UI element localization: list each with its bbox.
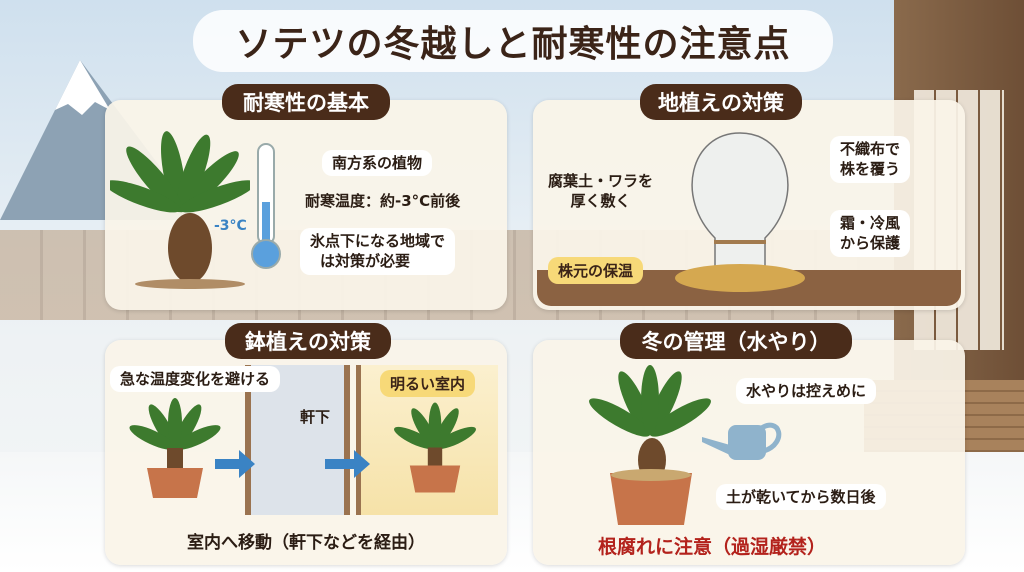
basics-line1: 南方系の植物: [322, 150, 433, 177]
ground-mulch: 腐葉土・ワラを厚く敷く: [548, 172, 654, 211]
eaves-illustration: [245, 365, 350, 515]
ground-base-label: 株元の保温: [548, 257, 644, 284]
panel-water-header: 冬の管理（水やり）: [620, 323, 852, 359]
thermometer-label: -3°C: [214, 218, 247, 234]
potted-cycad-icon: [394, 402, 476, 493]
page-title: ソテツの冬越しと耐寒性の注意点: [193, 10, 833, 72]
arrow-right-icon: [215, 450, 255, 478]
pot-avoid: 急な温度変化を避ける: [110, 366, 281, 393]
water-warning: 根腐れに注意（過湿厳禁）: [598, 536, 827, 558]
water-after: 土が乾いてから数日後: [716, 484, 886, 511]
pot-eaves: 軒下: [300, 408, 331, 426]
panel-ground-header: 地植えの対策: [640, 84, 802, 120]
cycad-plant-icon: [110, 131, 250, 289]
basics-line2: 耐寒温度：約-3°C前後: [305, 192, 461, 210]
potted-cycad-icon: [129, 398, 221, 498]
covered-cycad-icon: [675, 132, 805, 292]
ground-cover: 不織布で株を覆う: [830, 136, 911, 183]
arrow-right-icon: [325, 450, 370, 478]
ground-protect: 霜・冷風から保護: [830, 210, 911, 257]
panel-pot-header: 鉢植えの対策: [225, 323, 391, 359]
basics-line3: 氷点下になる地域では対策が必要: [300, 228, 456, 275]
pot-footer: 室内へ移動（軒下などを経由）: [187, 533, 425, 553]
thermometer-icon: [251, 143, 281, 269]
potted-cycad-icon: [589, 365, 711, 525]
watering-can-icon: [702, 422, 782, 460]
pot-bright: 明るい室内: [380, 370, 476, 397]
water-sparingly: 水やりは控えめに: [736, 378, 877, 405]
panel-basics-header: 耐寒性の基本: [222, 84, 390, 120]
